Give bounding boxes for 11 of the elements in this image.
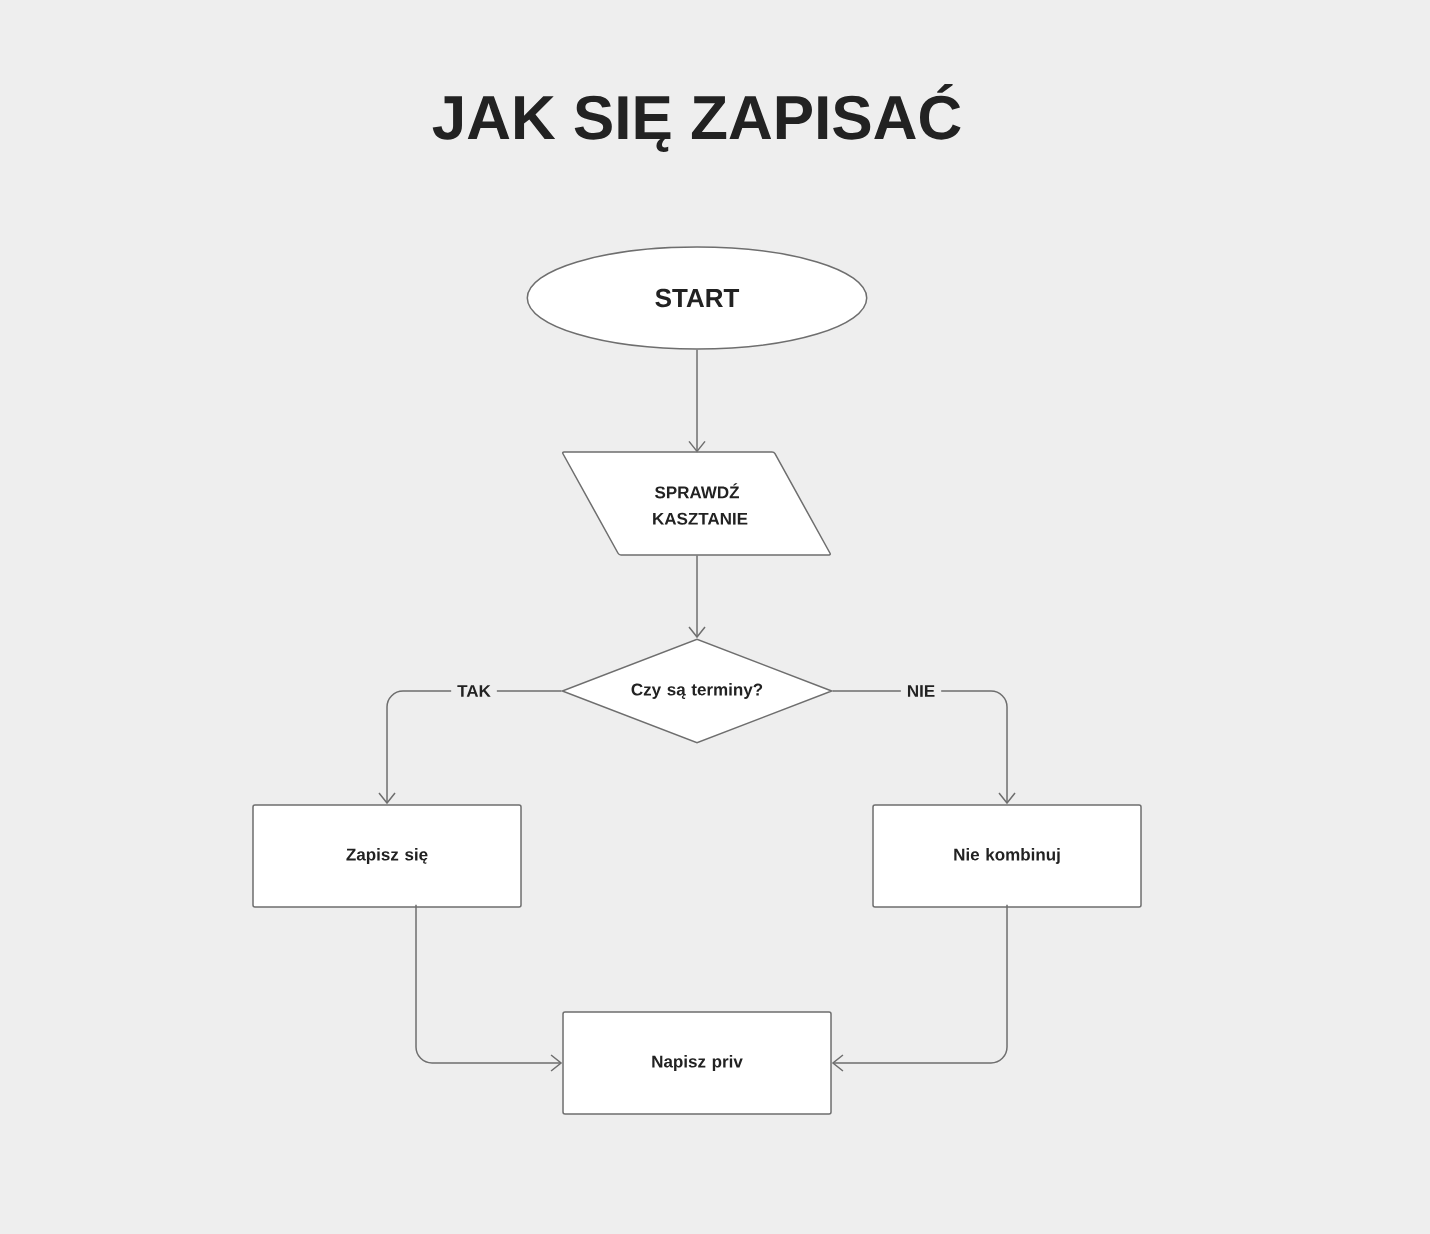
process-box: Nie kombinuj	[872, 804, 1142, 908]
process-box: Zapisz się	[252, 804, 522, 908]
arrow	[415, 904, 563, 1072]
edge-label: TAK	[451, 678, 497, 704]
title: JAK SIĘ ZAPISAĆ	[432, 84, 961, 152]
arrow	[688, 349, 706, 453]
process-box: Napisz priv	[562, 1011, 832, 1115]
input-parallelogram: SPRAWDŹ KASZTANIE	[562, 451, 831, 556]
arrow	[831, 904, 1008, 1072]
edge-label: NIE	[900, 678, 942, 704]
arrow	[688, 554, 706, 639]
